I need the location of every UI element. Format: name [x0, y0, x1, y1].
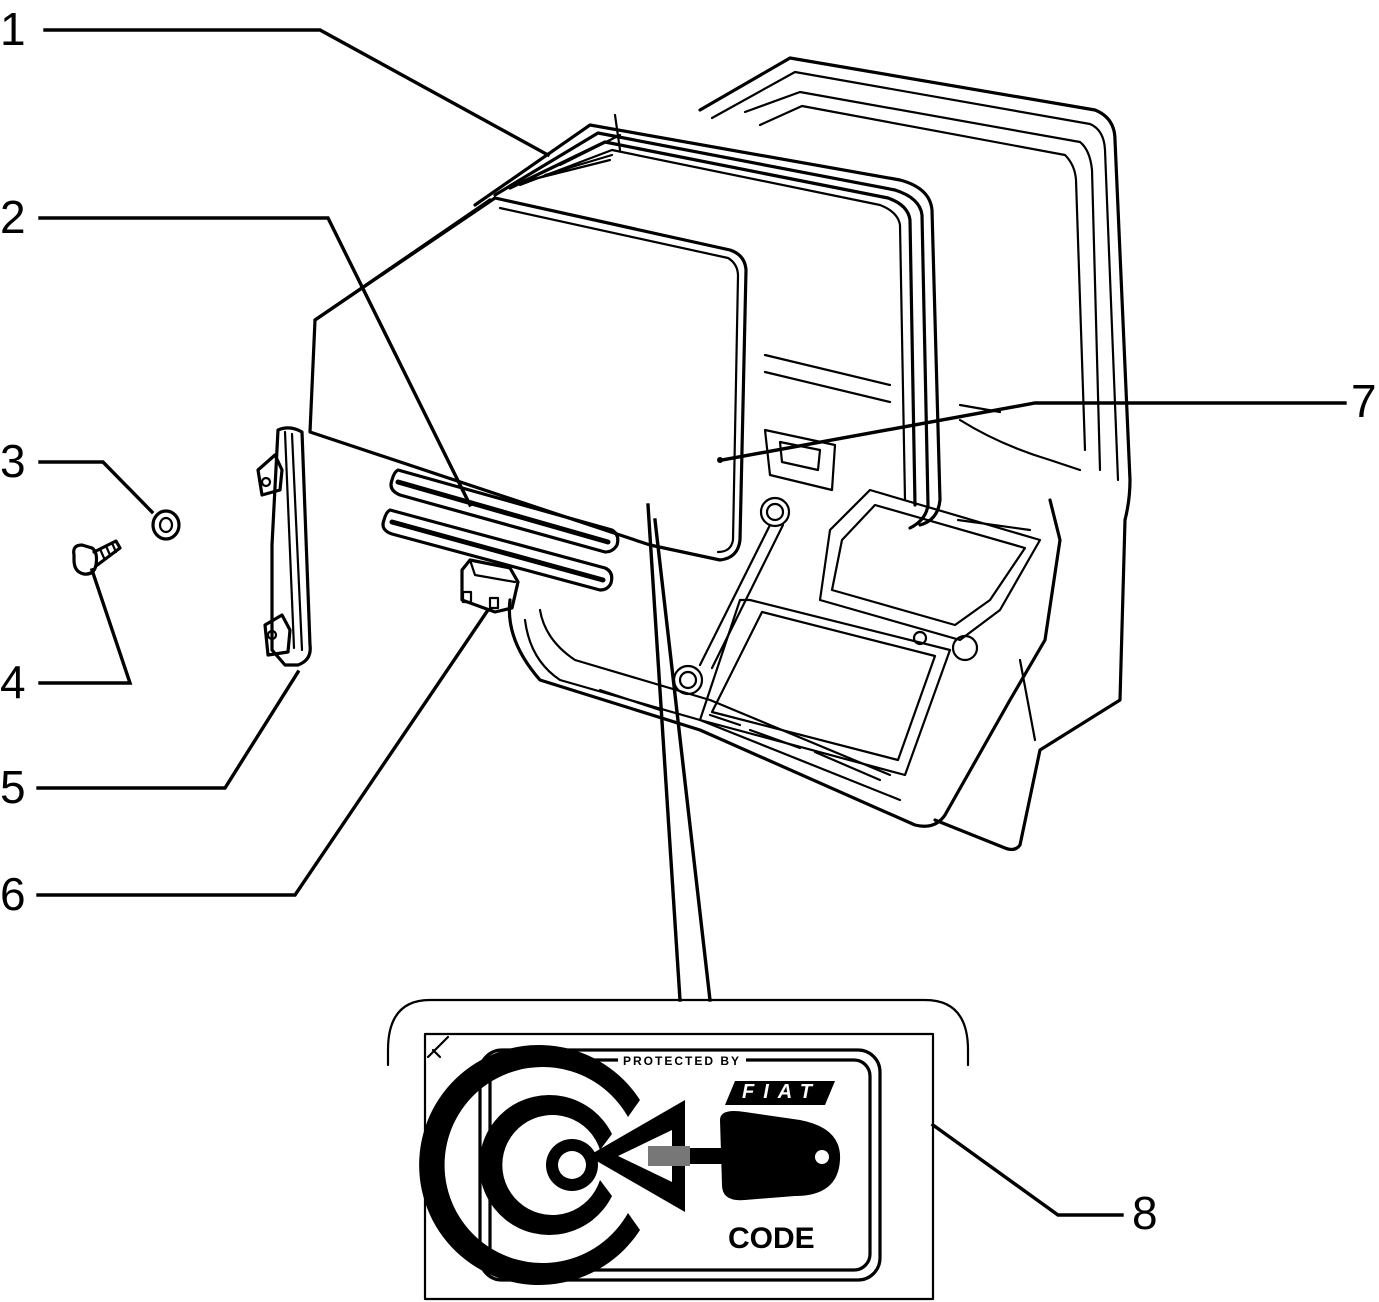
- callout-7: 7: [1351, 375, 1377, 427]
- badge-code-symbol: [419, 1045, 841, 1286]
- screw: [72, 539, 122, 576]
- door-glass-run-seal: [473, 113, 942, 530]
- door-glass-panel: [308, 196, 748, 562]
- window-regulator-bracket: [460, 558, 520, 614]
- glass-guide-channel: [256, 426, 312, 667]
- badge-code-label: CODE: [728, 1222, 815, 1255]
- callout-3: 3: [0, 435, 26, 487]
- callout-2: 2: [0, 191, 26, 243]
- badge-protected-label: PROTECTED BY: [618, 1054, 747, 1068]
- door-shell: [507, 56, 1132, 852]
- callout-1: 1: [0, 3, 26, 55]
- callout-6: 6: [0, 868, 26, 920]
- callout-8: 8: [1132, 1187, 1158, 1239]
- washer: [151, 509, 181, 541]
- leader-lines: [36, 28, 1347, 1217]
- callout-5: 5: [0, 761, 26, 813]
- window-lift-channel: [381, 468, 620, 592]
- callout-4: 4: [0, 656, 26, 708]
- badge-brand-logo: FIAT: [742, 1081, 821, 1103]
